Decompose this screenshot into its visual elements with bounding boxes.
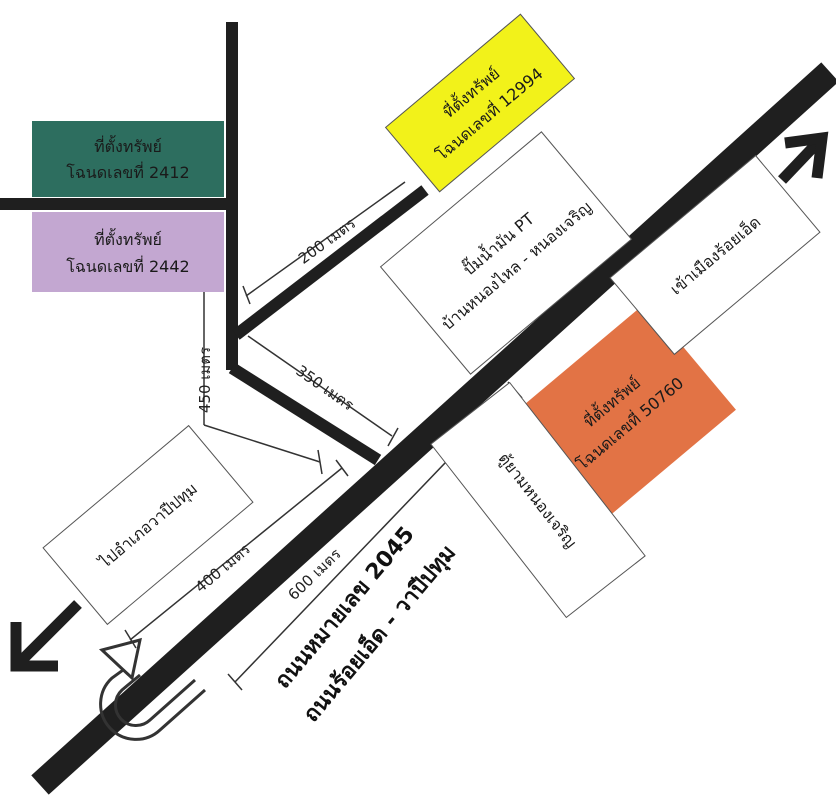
plot-2442-title: ที่ตั้งทรัพย์ <box>94 228 162 249</box>
arrow-northeast-icon <box>778 131 829 184</box>
main-road <box>31 62 836 795</box>
plot-2442-deed: โฉนดเลขที่ 2442 <box>66 255 189 276</box>
plot-2412-title: ที่ตั้งทรัพย์ <box>94 135 162 156</box>
distance-lines <box>124 181 523 691</box>
u-turn-icon <box>98 637 206 741</box>
distance-450m: 450 เมตร <box>196 347 214 413</box>
side-roads <box>0 22 429 466</box>
to-roi-et-box: เข้าเมืองร้อยเอ็ด <box>609 154 821 356</box>
plot-2412-deed: โฉนดเลขที่ 2412 <box>66 161 189 182</box>
arrow-southwest-icon <box>10 600 82 672</box>
plot-2442-box: ที่ตั้งทรัพย์ โฉนดเลขที่ 2442 <box>32 212 224 292</box>
bus-stop-box: ตู้ยามหนองเจริญ <box>430 381 646 619</box>
to-wapi-pathum-box: ไปอำเภอวาปีปทุม <box>42 424 254 626</box>
gas-station-box: ปั๊มน้ำมัน PT บ้านหนองไหล - หนองเจริญ <box>379 131 633 375</box>
plot-2412-box: ที่ตั้งทรัพย์ โฉนดเลขที่ 2412 <box>32 121 224 197</box>
